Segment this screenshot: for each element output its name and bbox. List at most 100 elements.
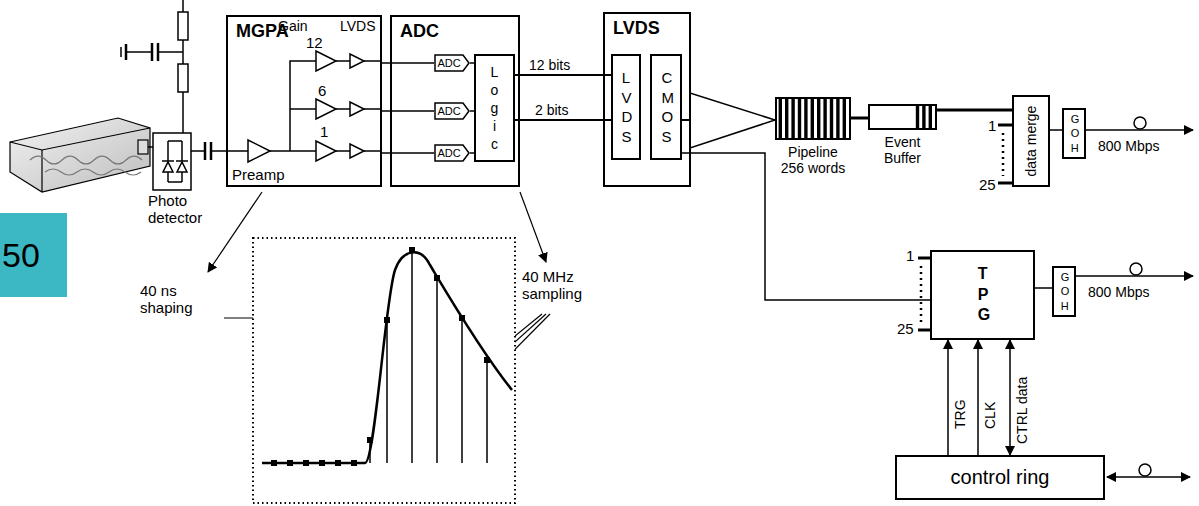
node-label: data merge [1023, 106, 1039, 177]
line-shape [336, 108, 350, 110]
line-shape [336, 60, 350, 62]
line-shape [167, 172, 169, 182]
link-rate: 800 Mbps [1088, 284, 1149, 300]
bus-index: 1 [988, 117, 996, 134]
svg-shape [777, 99, 849, 138]
line-shape [918, 329, 930, 332]
svg-shape [870, 106, 935, 128]
line-shape [486, 360, 488, 463]
goh-box: GOH [1062, 108, 1086, 159]
line-shape [168, 140, 182, 142]
rect-shape [836, 99, 839, 138]
node-label: Logic [490, 63, 498, 154]
signal-line [1050, 129, 1062, 131]
data-merge-box: data merge [1012, 95, 1050, 187]
circle-shape [1139, 464, 1151, 476]
gain-value: 6 [318, 82, 326, 99]
rect-shape [916, 106, 919, 128]
line-shape [369, 440, 371, 463]
line-shape [920, 266, 923, 322]
rect-shape [798, 99, 801, 138]
line-shape [336, 150, 350, 152]
line-shape [158, 51, 183, 53]
adc-channel: ADC [434, 102, 470, 120]
tpg-box: TPG [930, 250, 1035, 340]
path-shape [262, 252, 512, 463]
node-label: Pipeline 256 words [775, 144, 851, 176]
rect-shape [929, 106, 932, 128]
node-label: ADC [400, 21, 439, 42]
control-ring-box: control ring [895, 455, 1105, 500]
rect-shape [791, 99, 794, 138]
gain-value: 1 [320, 123, 328, 140]
rect-shape [804, 99, 807, 138]
polygon-shape [350, 54, 364, 68]
line-shape [157, 43, 160, 61]
node-label: ADC [434, 148, 464, 159]
line-shape [148, 146, 153, 148]
rect-shape [785, 99, 788, 138]
mgpa-block: MGPA [226, 15, 382, 187]
rect-shape [287, 460, 293, 466]
line-shape [120, 47, 122, 57]
signal-line [937, 109, 1012, 112]
goh-box: GOH [1052, 266, 1076, 317]
node-label: ADC [434, 58, 464, 69]
path-shape [45, 169, 141, 175]
signal-name: CLK [982, 401, 999, 430]
line-shape [125, 44, 128, 60]
rect-shape [153, 133, 191, 190]
signal-name: TRG [952, 398, 969, 430]
event-buffer: Event Buffer [868, 104, 937, 166]
polygon-shape [248, 140, 270, 162]
rect-shape [409, 247, 415, 253]
rect-shape [138, 140, 148, 154]
line-shape [191, 150, 205, 152]
line-shape [364, 60, 382, 62]
bias-network [121, 0, 188, 133]
signal-line [1035, 287, 1052, 289]
lvds-label: LVDS [340, 18, 376, 34]
rect-shape [178, 64, 188, 92]
line-shape [364, 108, 382, 110]
rect-shape [484, 357, 490, 363]
lvds-box: LVDS [611, 54, 641, 160]
node-label: ADC [434, 106, 464, 117]
lvds-block: LVDS LVDS CMOS [603, 12, 691, 187]
adc-block: ADC ADC ADC ADC Logic [390, 15, 520, 187]
line-shape [1002, 133, 1005, 176]
rect-shape [335, 460, 341, 466]
line-shape [126, 51, 152, 53]
line-shape [998, 124, 1012, 127]
polygon-shape [435, 145, 469, 161]
signal-line [947, 340, 949, 455]
rect-shape [271, 460, 277, 466]
node-label: LVDS [613, 18, 660, 39]
node-label: GOH [1061, 270, 1068, 313]
detector-label: Photo detector [148, 192, 218, 227]
polygon-shape [350, 144, 364, 158]
node-label: CMOS [662, 68, 671, 146]
polygon-shape [350, 102, 364, 116]
line-shape [1107, 476, 1190, 478]
node-label: GOH [1071, 112, 1078, 155]
rect-shape [434, 275, 440, 281]
line-shape [211, 150, 248, 152]
signal-line [515, 119, 611, 121]
circle-shape [1130, 263, 1142, 275]
polygon-shape [316, 51, 336, 71]
line-shape [998, 182, 1012, 185]
shaping-note: 40 ns shaping [140, 282, 222, 317]
gain-label: Gain [278, 18, 308, 34]
page-number-tab: 50 [0, 213, 67, 297]
polygon-shape [163, 162, 173, 172]
node-label: LVDS [622, 68, 631, 146]
rect-shape [823, 99, 826, 138]
node-label: Event Buffer [868, 134, 937, 166]
pulse-inset [253, 238, 515, 503]
signal-name: CTRL data [1014, 376, 1031, 445]
optical-links [1076, 117, 1193, 477]
bus-index: 25 [897, 320, 914, 337]
